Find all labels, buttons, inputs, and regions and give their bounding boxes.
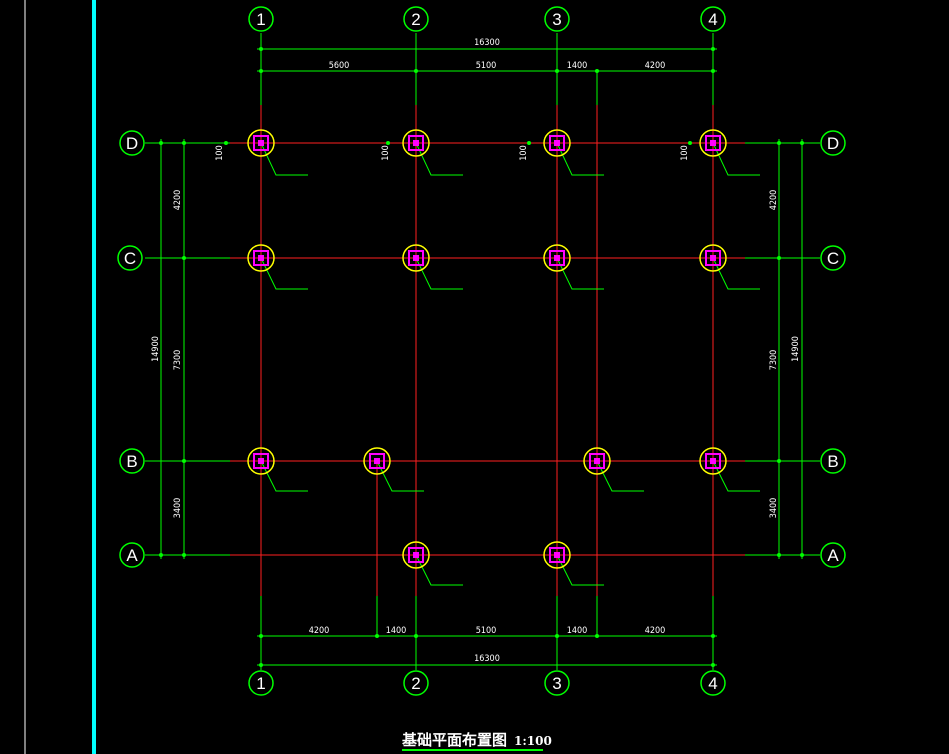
dim-top-seg-4: 4200 [645, 61, 666, 71]
axis-label-right-A: A [827, 546, 839, 565]
dim-right-seg-2: 7300 [769, 350, 779, 371]
footing-C3 [543, 244, 571, 272]
dim-right-seg-1: 4200 [769, 190, 779, 211]
dim-bottom-seg-4: 1400 [567, 626, 588, 636]
drawing-scale: 1:100 [514, 734, 552, 748]
drawing-title: 基础平面布置图 [401, 731, 507, 749]
dim-bottom-seg-5: 4200 [645, 626, 666, 636]
drawing-title-block: 基础平面布置图 1:100 [401, 731, 552, 751]
axis-label-left-A: A [126, 546, 138, 565]
offset-label-3: 100 [519, 145, 529, 160]
axis-label-right-C: C [827, 249, 839, 268]
dim-left-seg-1: 4200 [173, 190, 183, 211]
dim-top-seg-3: 1400 [567, 61, 588, 71]
offset-label-2: 100 [381, 145, 391, 160]
axis-bubbles-bottom: 1 2 3 4 [248, 670, 726, 696]
footings [247, 129, 727, 569]
axis-label-bottom-2: 2 [411, 674, 420, 693]
dimension-texts-top: 16300 5600 5100 1400 4200 [329, 38, 666, 71]
footing-D3 [543, 129, 571, 157]
footing-D1 [247, 129, 275, 157]
axis-bubbles-left: D C B A [117, 130, 145, 568]
dim-bottom-seg-2: 1400 [386, 626, 407, 636]
footing-B1 [247, 447, 275, 475]
axis-label-left-C: C [124, 249, 136, 268]
dim-top-seg-1: 5600 [329, 61, 350, 71]
dim-top-total: 16300 [474, 38, 500, 48]
axis-bubbles-right: D C B A [820, 130, 846, 568]
footing-C4 [699, 244, 727, 272]
dim-bottom-seg-3: 5100 [476, 626, 497, 636]
dim-left-total: 14900 [151, 336, 161, 362]
footing-A2 [402, 541, 430, 569]
axis-extension-lines [145, 33, 820, 670]
axis-lines [230, 100, 745, 596]
dim-left-seg-2: 7300 [173, 350, 183, 371]
axis-label-left-B: B [126, 452, 137, 471]
dim-bottom-total: 16300 [474, 654, 500, 664]
footing-C1 [247, 244, 275, 272]
offset-label-1: 100 [215, 145, 225, 160]
offset-labels: 100 100 100 100 [215, 145, 690, 160]
footing-C2 [402, 244, 430, 272]
dim-right-seg-3: 3400 [769, 498, 779, 519]
footing-B-3a [583, 447, 611, 475]
dimension-texts-right: 4200 7300 3400 14900 [769, 190, 801, 519]
axis-label-bottom-1: 1 [256, 674, 265, 693]
axis-label-bottom-4: 4 [708, 674, 717, 693]
axis-label-right-D: D [827, 134, 839, 153]
dim-right-total: 14900 [791, 336, 801, 362]
axis-label-bottom-3: 3 [552, 674, 561, 693]
footing-B4 [699, 447, 727, 475]
dimension-texts-bottom: 4200 1400 5100 1400 4200 16300 [309, 626, 666, 664]
footing-A3 [543, 541, 571, 569]
axis-label-right-B: B [827, 452, 838, 471]
axis-label-top-4: 4 [708, 10, 717, 29]
dim-top-seg-2: 5100 [476, 61, 497, 71]
footing-B-1a [363, 447, 391, 475]
footing-D2 [402, 129, 430, 157]
axis-bubbles-top: 1 2 3 4 [248, 6, 726, 32]
axis-label-left-D: D [126, 134, 138, 153]
footing-D4 [699, 129, 727, 157]
dimension-texts-left: 14900 4200 7300 3400 [151, 190, 183, 519]
axis-label-top-3: 3 [552, 10, 561, 29]
axis-label-top-1: 1 [256, 10, 265, 29]
dimension-ticks [159, 47, 804, 667]
dim-left-seg-3: 3400 [173, 498, 183, 519]
dim-bottom-seg-1: 4200 [309, 626, 330, 636]
offset-label-4: 100 [680, 145, 690, 160]
axis-label-top-2: 2 [411, 10, 420, 29]
